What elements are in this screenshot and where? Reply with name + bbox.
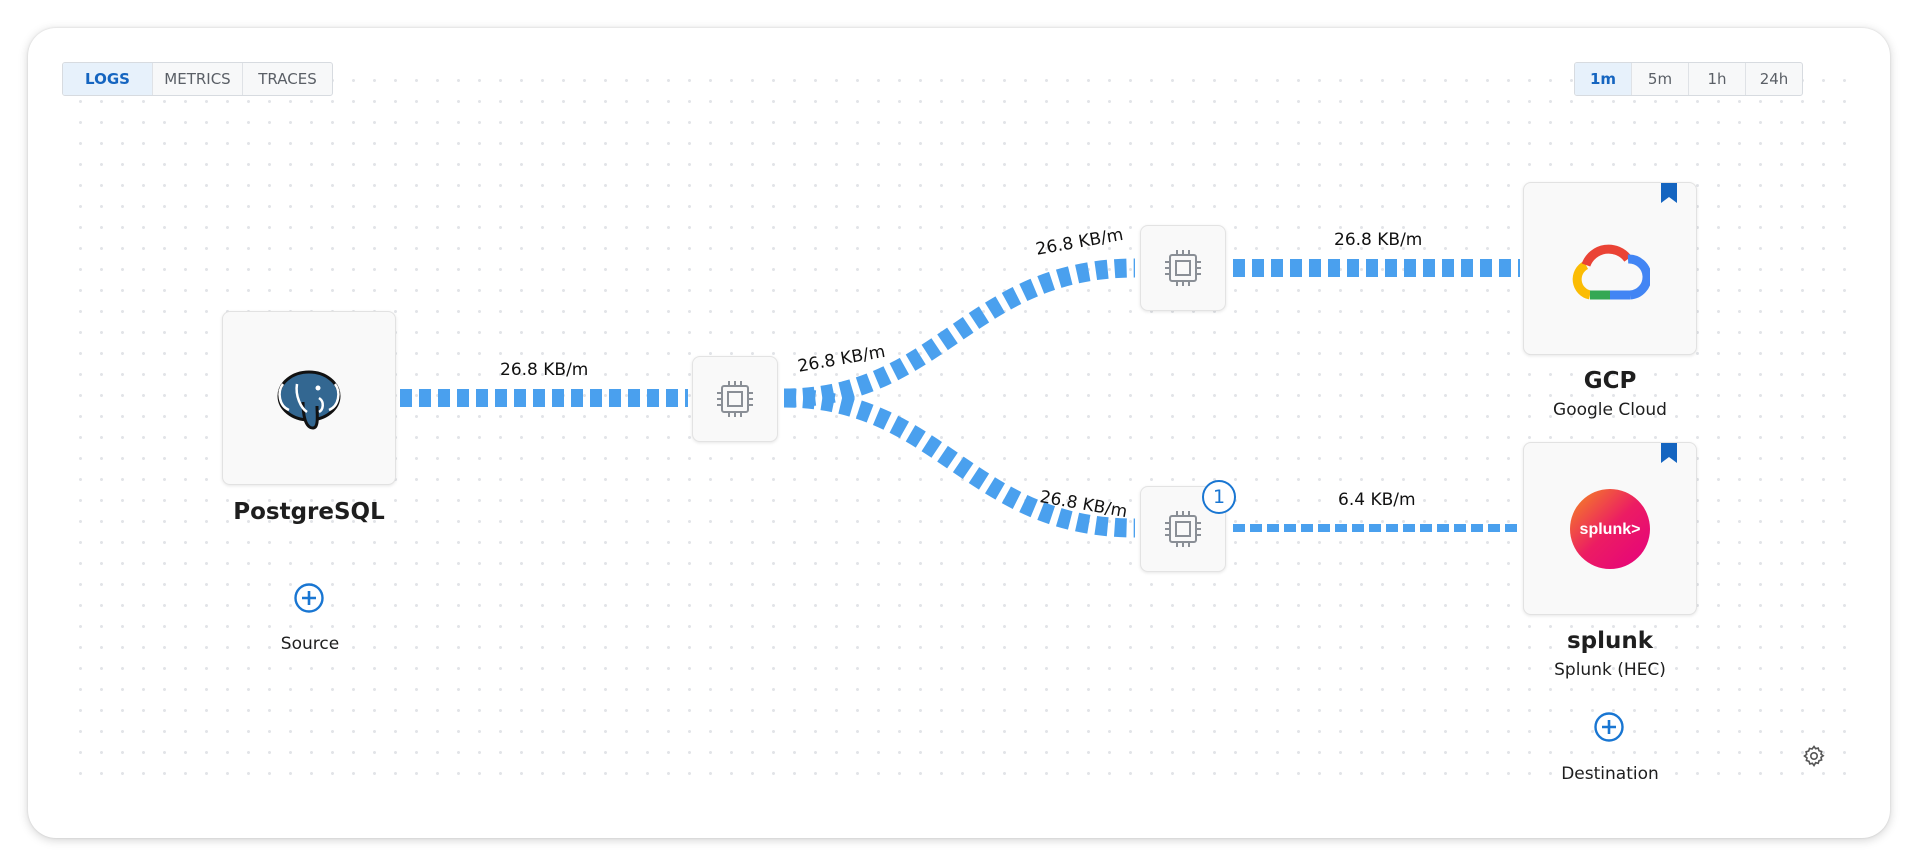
- google-cloud-icon: [1572, 244, 1650, 300]
- destination-node-splunk[interactable]: splunk>: [1523, 442, 1697, 615]
- time-5m[interactable]: 5m: [1632, 63, 1689, 95]
- splunk-logo-icon: splunk>: [1570, 489, 1650, 569]
- telemetry-type-selector: LOGS METRICS TRACES: [62, 62, 333, 96]
- bookmark-icon[interactable]: [1661, 183, 1677, 203]
- destination-splunk-type: Splunk (HEC): [1554, 660, 1666, 680]
- destination-node-gcp[interactable]: [1523, 182, 1697, 355]
- destination-gcp-name: GCP: [1583, 368, 1637, 394]
- gear-icon[interactable]: [1802, 744, 1826, 768]
- add-source-label: Source: [280, 634, 340, 654]
- processor-count-badge[interactable]: 1: [1202, 480, 1236, 514]
- add-destination-label: Destination: [1561, 764, 1659, 784]
- flow-processor-to-upper: [783, 258, 1136, 408]
- add-source-button[interactable]: [294, 583, 324, 613]
- destination-gcp-type: Google Cloud: [1553, 400, 1667, 420]
- flow-processor-to-lower: [783, 388, 1136, 538]
- processor-node-upper[interactable]: [1140, 225, 1226, 311]
- add-destination-button[interactable]: [1594, 712, 1624, 742]
- source-node-postgresql[interactable]: [222, 311, 396, 485]
- bookmark-icon[interactable]: [1661, 443, 1677, 463]
- postgresql-elephant-icon: [277, 370, 341, 430]
- time-1h[interactable]: 1h: [1689, 63, 1746, 95]
- rate-upper-to-gcp: 26.8 KB/m: [1334, 230, 1423, 250]
- tab-traces[interactable]: TRACES: [258, 70, 317, 88]
- svg-text:splunk>: splunk>: [1580, 521, 1641, 538]
- processor-chip-icon: [1165, 250, 1201, 286]
- source-name: PostgreSQL: [233, 499, 385, 525]
- time-24h[interactable]: 24h: [1759, 70, 1789, 88]
- time-range-selector: 1m 5m 1h 24h: [1574, 62, 1803, 96]
- rate-source-to-processor: 26.8 KB/m: [500, 360, 589, 380]
- processor-chip-icon: [1165, 511, 1201, 547]
- processor-chip-icon: [717, 381, 753, 417]
- rate-lower-to-splunk: 6.4 KB/m: [1338, 490, 1416, 510]
- tab-metrics[interactable]: METRICS: [153, 63, 243, 95]
- destination-splunk-name: splunk: [1566, 628, 1654, 654]
- time-1m[interactable]: 1m: [1575, 63, 1632, 95]
- tab-logs[interactable]: LOGS: [63, 63, 153, 95]
- processor-node-central[interactable]: [692, 356, 778, 442]
